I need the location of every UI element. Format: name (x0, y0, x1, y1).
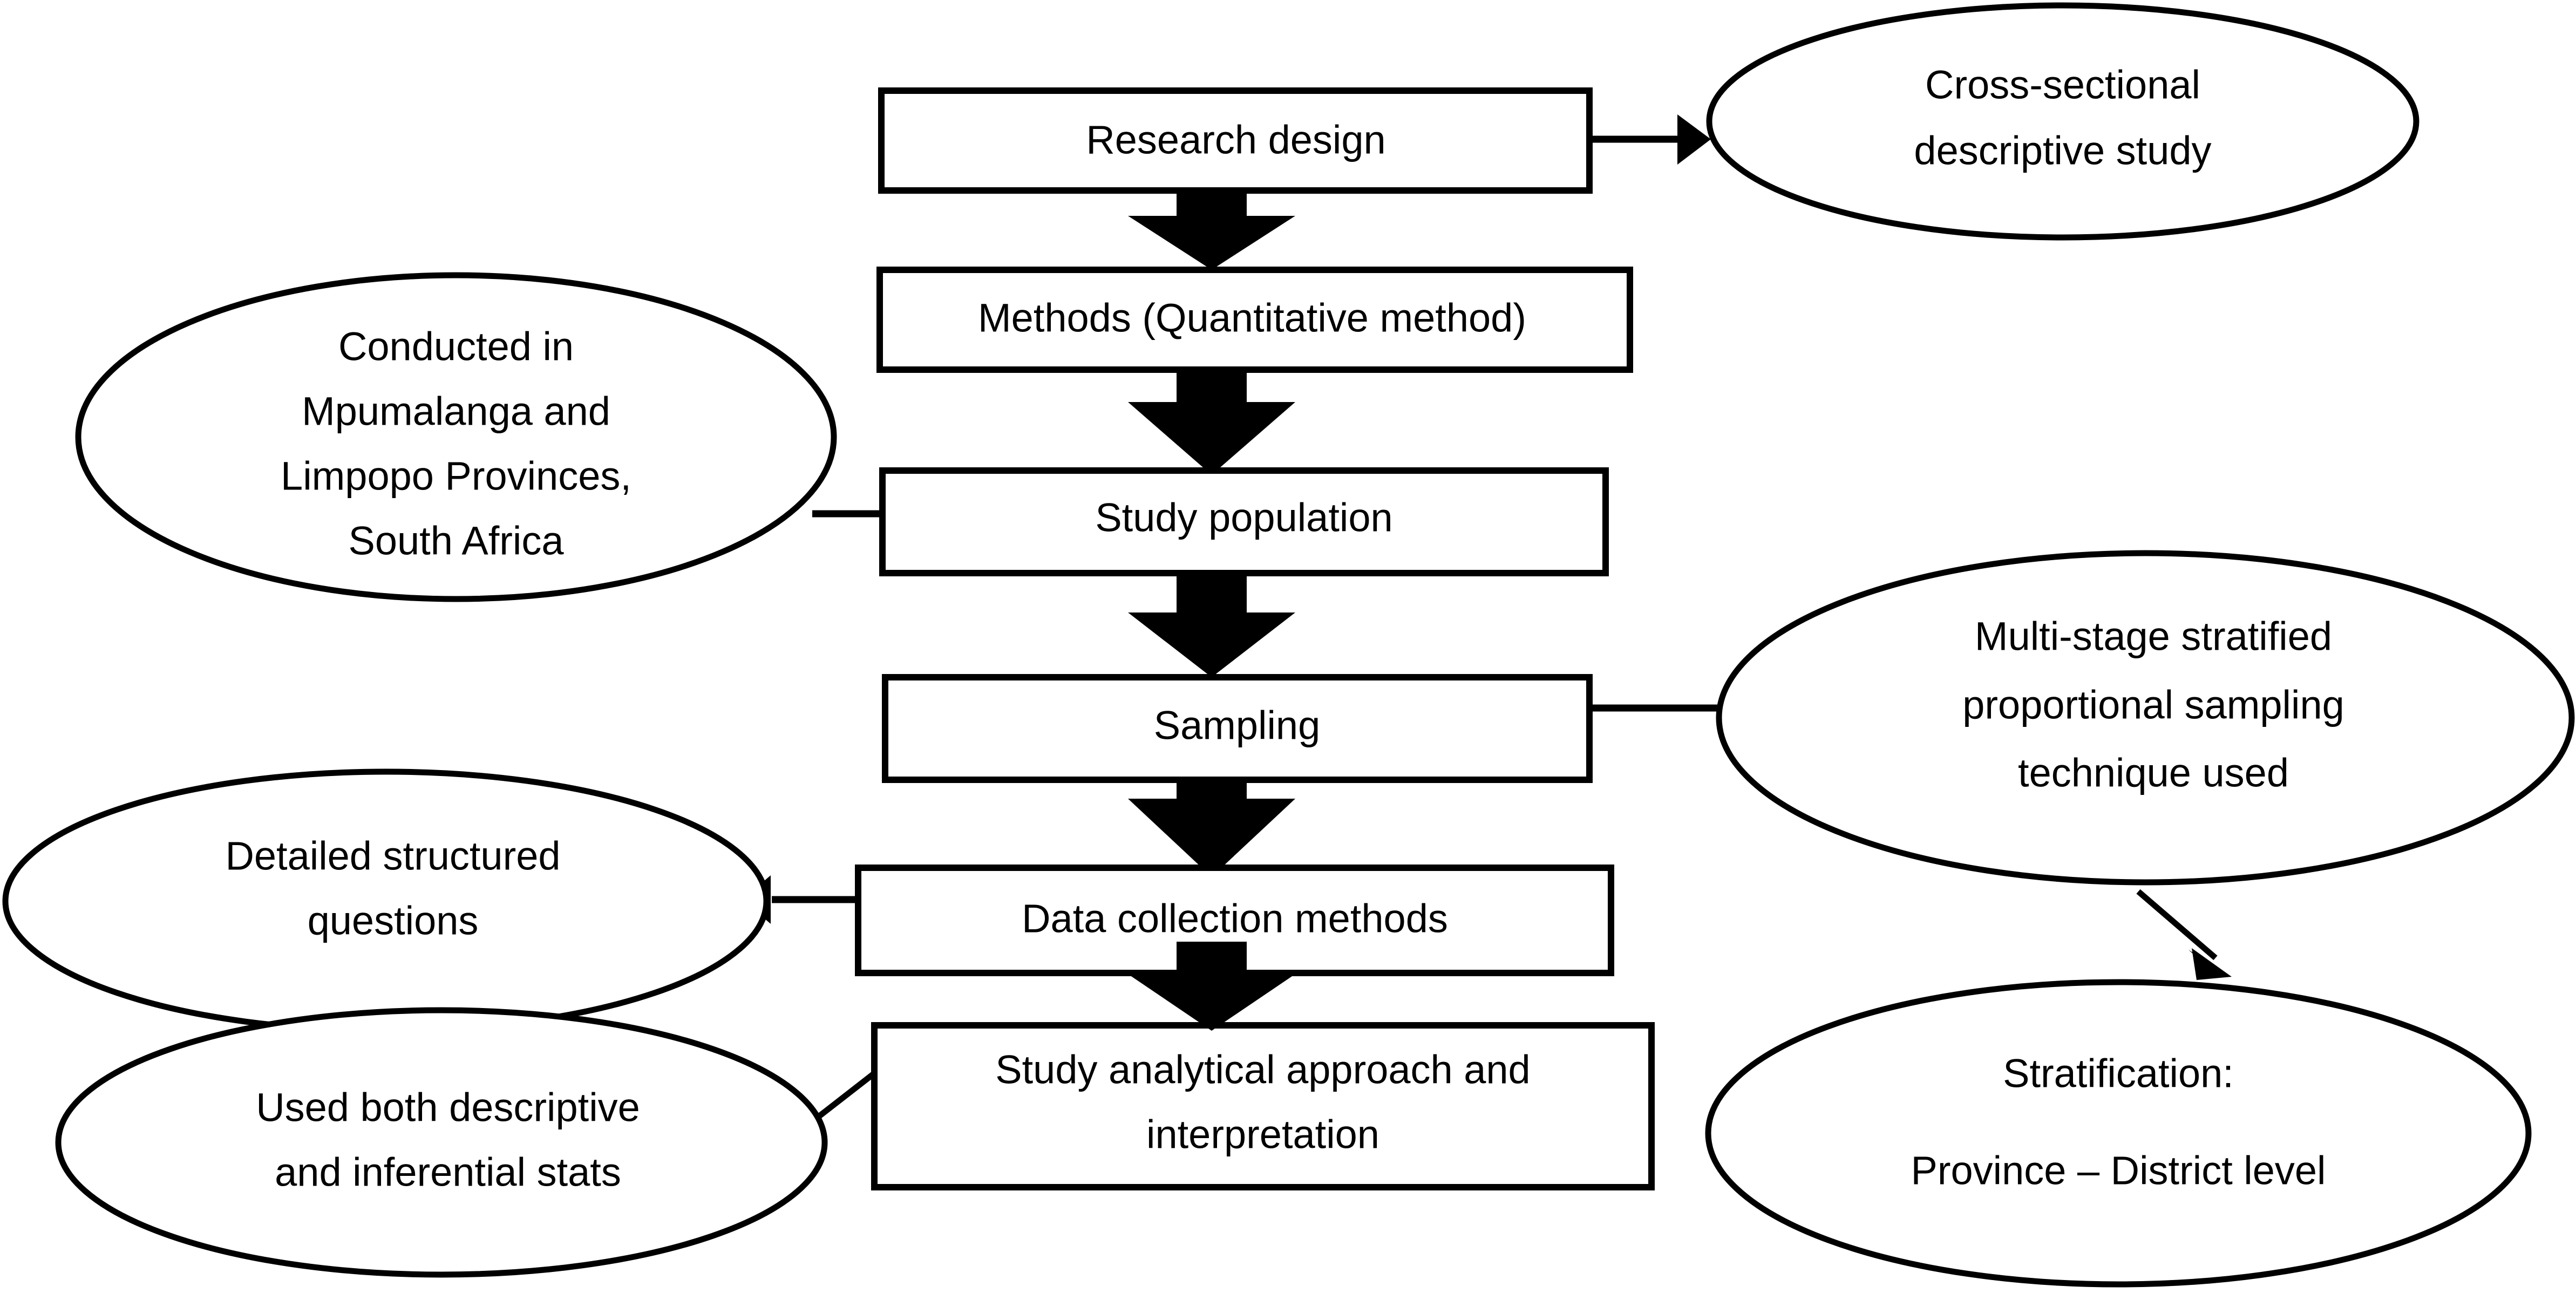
box-methods-label: Methods (Quantitative method) (978, 296, 1526, 341)
block-arrow-collection-to-analysis-overlay (1128, 942, 1295, 1031)
arrowhead-cross-sectional (1677, 114, 1711, 165)
box-research-design (878, 87, 1593, 194)
block-arrow-methods-to-population (1128, 356, 1295, 475)
ellipse-multi-stage-line1: Multi-stage stratified (1975, 614, 2332, 659)
box-analysis (871, 1022, 1655, 1190)
ellipse-descriptive-inferential-line2: and inferential stats (275, 1150, 621, 1195)
ellipse-multi-stage-line3: technique used (2018, 751, 2289, 795)
box-data-collection-label: Data collection methods (1022, 896, 1448, 941)
box-study-population-label: Study population (1095, 495, 1392, 540)
ellipse-multi-stage (1716, 550, 2575, 886)
ellipse-conducted-in (75, 272, 837, 602)
block-arrow-population-to-sampling (1128, 561, 1295, 677)
block-arrow-sampling-to-collection (1128, 745, 1295, 877)
ellipse-stratification (1705, 979, 2532, 1288)
arrowhead-stratification-tip (2192, 948, 2232, 980)
ellipse-stratification-line1: Stratification: (2003, 1051, 2234, 1096)
ellipse-multi-stage-line2: proportional sampling (1962, 683, 2344, 727)
box-analysis-line2: interpretation (1146, 1112, 1379, 1157)
ellipse-conducted-in-line4: South Africa (348, 519, 564, 563)
ellipse-conducted-in-line2: Mpumalanga and (302, 389, 610, 434)
box-analysis-line1: Study analytical approach and (995, 1047, 1530, 1092)
ellipse-descriptive-inferential (55, 1007, 828, 1278)
box-methods (876, 267, 1633, 373)
ellipse-descriptive-inferential-line1: Used both descriptive (256, 1085, 640, 1130)
ellipse-cross-sectional-line2: descriptive study (1914, 128, 2211, 173)
block-arrow-research-to-methods (1128, 178, 1295, 270)
box-research-design-label: Research design (1086, 118, 1385, 162)
ellipse-conducted-in-line1: Conducted in (338, 324, 574, 369)
ellipse-detailed-questions-line2: questions (308, 899, 479, 943)
ellipse-detailed-questions-line1: Detailed structured (225, 834, 560, 879)
ellipse-stratification-line2: Province – District level (1911, 1148, 2326, 1193)
ellipse-conducted-in-line3: Limpopo Provinces, (281, 454, 631, 499)
box-sampling (882, 674, 1593, 783)
ellipse-cross-sectional (1706, 2, 2419, 241)
box-study-population (879, 467, 1609, 576)
box-sampling-label: Sampling (1154, 703, 1321, 748)
ellipse-cross-sectional-line1: Cross-sectional (1925, 63, 2200, 107)
connector-multi-stage-to-stratification (2136, 889, 2218, 961)
